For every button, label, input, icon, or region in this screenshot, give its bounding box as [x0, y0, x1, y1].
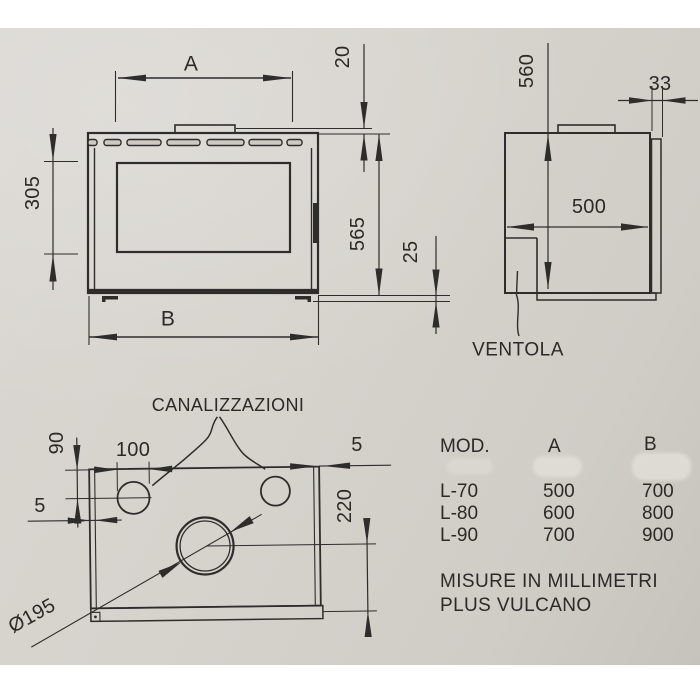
- dim-label-565: 565: [347, 216, 369, 252]
- dim-label-220: 220: [334, 488, 356, 524]
- front-view-drawing: [44, 44, 450, 345]
- dim-label-20: 20: [332, 45, 354, 69]
- fan-label: VENTOLA: [472, 339, 564, 361]
- dim-label-500: 500: [571, 196, 607, 218]
- top-view-arrowheads: [67, 445, 372, 638]
- duct-leader-right: [218, 416, 266, 470]
- table-header-b: B: [644, 434, 657, 455]
- front-view-arrowheads: [49, 74, 440, 341]
- dim-label-560: 560: [516, 53, 538, 89]
- dim-label-b-front: B: [160, 307, 176, 331]
- duct-leader-left: [151, 416, 219, 487]
- glass-window: [115, 161, 292, 254]
- table-row-model: L-80: [440, 503, 479, 524]
- table-row-a: 500: [543, 481, 575, 502]
- table-row-b: 900: [642, 525, 674, 546]
- ducts-label: CANALIZZAZIONI: [151, 395, 305, 415]
- dim-label-90: 90: [46, 431, 68, 455]
- table-row-b: 800: [642, 503, 674, 524]
- fan-compartment: [505, 237, 538, 293]
- dim-label-5-left: 5: [34, 495, 46, 517]
- side-view-drawing: [504, 43, 698, 337]
- table-row-a: 700: [543, 525, 575, 546]
- dim-label-33: 33: [648, 73, 672, 95]
- duct-hole-right: [260, 475, 291, 507]
- top-view-drawing: [27, 416, 392, 648]
- door-handle: [313, 203, 319, 243]
- side-view-arrowheads: [507, 97, 686, 289]
- table-row-a: 600: [543, 503, 575, 524]
- dim-label-305: 305: [22, 175, 44, 211]
- ventola-leader-line: [515, 270, 520, 337]
- table-row-model: L-70: [440, 481, 479, 502]
- table-header-a: A: [548, 436, 561, 457]
- whiteout-smudge: [533, 456, 582, 477]
- whiteout-smudge: [632, 453, 691, 480]
- dim-label-25: 25: [400, 240, 422, 264]
- table-row-model: L-90: [440, 525, 479, 546]
- dim-label-5-right: 5: [351, 434, 363, 456]
- dim-label-a-front: A: [183, 52, 199, 76]
- whiteout-smudge: [447, 459, 493, 474]
- table-row-b: 700: [642, 481, 674, 502]
- units-note: MISURE IN MILLIMETRI: [440, 571, 659, 592]
- product-name: PLUS VULCANO: [440, 595, 592, 616]
- table-header-model: MOD.: [440, 436, 490, 457]
- dim-label-100: 100: [115, 439, 151, 461]
